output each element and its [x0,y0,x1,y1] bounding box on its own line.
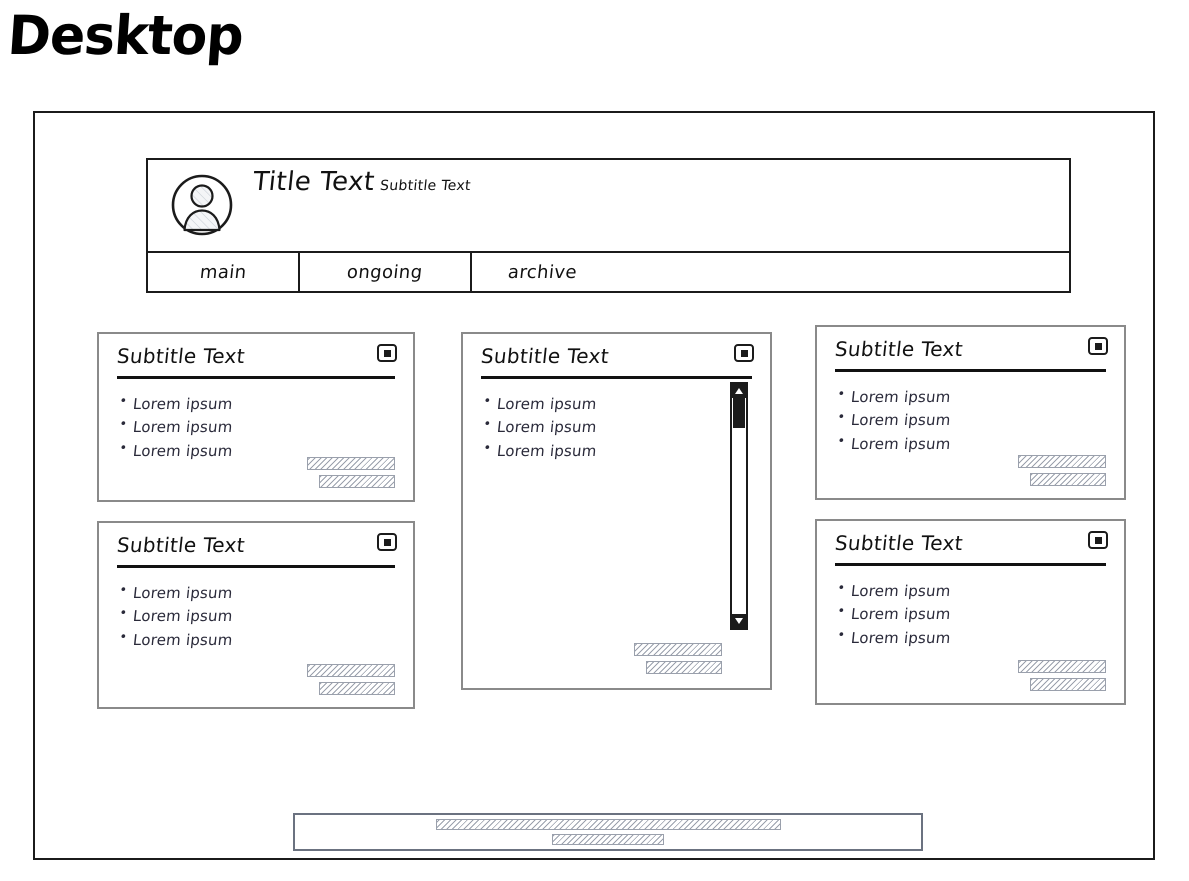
user-avatar-icon [170,173,234,237]
footer-bar[interactable] [293,813,923,851]
card-middle[interactable]: Subtitle Text Lorem ipsum Lorem ipsum Lo… [461,332,772,690]
list-item: Lorem ipsum [132,393,414,416]
card-actions [307,457,395,488]
placeholder-bar-wide[interactable] [307,664,395,677]
placeholder-bar-short[interactable] [552,834,664,845]
stop-square-icon[interactable] [1088,531,1108,549]
placeholder-bar-narrow[interactable] [1030,473,1106,486]
placeholder-bar-wide[interactable] [307,457,395,470]
card-list: Lorem ipsum Lorem ipsum Lorem ipsum [99,393,413,463]
card-title: Subtitle Text [115,533,247,557]
header-identity-row: Title Text Subtitle Text [148,160,1069,253]
subtitle-text: Subtitle Text [378,178,472,194]
list-item: Lorem ipsum [850,433,1125,456]
card-list: Lorem ipsum Lorem ipsum Lorem ipsum [817,580,1124,650]
placeholder-bar-long[interactable] [435,819,781,830]
card-title: Subtitle Text [833,337,965,361]
tab-bar: main ongoing archive [148,251,1069,291]
card-divider [835,369,1106,372]
card-left-top[interactable]: Subtitle Text Lorem ipsum Lorem ipsum Lo… [97,332,415,502]
card-divider [481,376,752,379]
card-list: Lorem ipsum Lorem ipsum Lorem ipsum [463,393,770,463]
stop-square-icon[interactable] [734,344,754,362]
card-list: Lorem ipsum Lorem ipsum Lorem ipsum [817,386,1124,456]
list-item: Lorem ipsum [850,386,1125,409]
card-title: Subtitle Text [833,531,965,555]
card-actions [1018,455,1106,486]
scroll-down-arrow-icon[interactable] [732,614,746,628]
scrollbar-thumb[interactable] [733,398,745,428]
stop-square-icon[interactable] [377,344,397,362]
stop-square-icon[interactable] [1088,337,1108,355]
card-actions [634,643,722,674]
card-actions [1018,660,1106,691]
list-item: Lorem ipsum [850,580,1125,603]
placeholder-bar-narrow[interactable] [319,682,395,695]
header-text-block: Title Text Subtitle Text [251,166,472,200]
card-header: Subtitle Text [817,521,1124,561]
placeholder-bar-narrow[interactable] [646,661,722,674]
list-item: Lorem ipsum [132,605,414,628]
placeholder-bar-narrow[interactable] [1030,678,1106,691]
placeholder-bar-wide[interactable] [1018,660,1106,673]
card-divider [117,565,395,568]
desktop-frame: Title Text Subtitle Text main ongoing ar… [33,111,1155,860]
list-item: Lorem ipsum [132,416,414,439]
scrollbar-track[interactable] [732,398,746,614]
card-header: Subtitle Text [463,334,770,374]
list-item: Lorem ipsum [132,629,414,652]
list-item: Lorem ipsum [850,409,1125,432]
title-text: Title Text [251,167,377,197]
placeholder-bar-wide[interactable] [1018,455,1106,468]
stop-square-icon[interactable] [377,533,397,551]
scroll-up-arrow-icon[interactable] [732,384,746,398]
header-panel: Title Text Subtitle Text main ongoing ar… [146,158,1071,293]
tab-main-label: main [198,261,248,283]
card-divider [117,376,395,379]
tab-ongoing[interactable]: ongoing [300,253,472,291]
placeholder-bar-wide[interactable] [634,643,722,656]
card-actions [307,664,395,695]
list-item: Lorem ipsum [132,582,414,605]
card-header: Subtitle Text [99,334,413,374]
placeholder-bar-narrow[interactable] [319,475,395,488]
tab-main[interactable]: main [148,253,300,291]
vertical-scrollbar[interactable] [730,382,748,630]
card-right-bottom[interactable]: Subtitle Text Lorem ipsum Lorem ipsum Lo… [815,519,1126,705]
card-title: Subtitle Text [479,344,611,368]
tab-ongoing-label: ongoing [346,261,424,283]
page-title: Desktop [5,4,245,68]
card-header: Subtitle Text [817,327,1124,367]
list-item: Lorem ipsum [850,603,1125,626]
card-header: Subtitle Text [99,523,413,563]
tab-archive-label: archive [506,261,578,283]
card-left-bottom[interactable]: Subtitle Text Lorem ipsum Lorem ipsum Lo… [97,521,415,709]
card-divider [835,563,1106,566]
card-title: Subtitle Text [115,344,247,368]
card-right-top[interactable]: Subtitle Text Lorem ipsum Lorem ipsum Lo… [815,325,1126,500]
card-list: Lorem ipsum Lorem ipsum Lorem ipsum [99,582,413,652]
tab-archive[interactable]: archive [472,253,1069,291]
list-item: Lorem ipsum [850,627,1125,650]
